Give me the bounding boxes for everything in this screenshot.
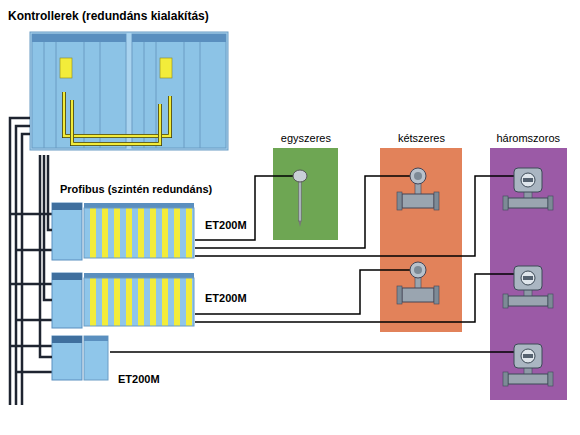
controller-rack bbox=[132, 34, 226, 42]
et200m-rack bbox=[52, 273, 82, 328]
profibus-line bbox=[10, 346, 52, 372]
controller-rack bbox=[32, 34, 126, 42]
controller-rack bbox=[30, 32, 228, 150]
panel-heading: kétszeres bbox=[398, 131, 445, 145]
bus-label: Profibus (szintén redundáns) bbox=[60, 183, 212, 195]
profibus-connector bbox=[40, 155, 52, 357]
sync-cable bbox=[64, 92, 170, 144]
controller-rack bbox=[32, 34, 126, 148]
sync-cable bbox=[72, 100, 160, 144]
sync-cable bbox=[72, 100, 160, 144]
et200m-rack bbox=[84, 203, 194, 208]
section-heading: Kontrollerek (redundáns kialakítás) bbox=[8, 9, 209, 23]
profibus-line bbox=[22, 134, 30, 405]
profibus-line bbox=[10, 118, 52, 405]
profibus-line bbox=[10, 284, 52, 320]
et200m-rack bbox=[52, 336, 82, 380]
sync-cable bbox=[64, 92, 170, 136]
et200m-rack bbox=[52, 203, 82, 210]
panel-heading: háromszoros bbox=[496, 131, 560, 145]
et200m-rack bbox=[52, 203, 82, 260]
redundancy-panel: egyszeres bbox=[273, 148, 338, 240]
controller-rack bbox=[132, 34, 226, 148]
controller-rack bbox=[60, 58, 72, 78]
profibus-line bbox=[10, 118, 30, 405]
et200m-rack bbox=[52, 203, 194, 260]
station-label: ET200M bbox=[205, 291, 247, 305]
profibus-connector bbox=[48, 155, 52, 230]
et200m-rack bbox=[84, 278, 194, 326]
et200m-rack bbox=[52, 273, 194, 328]
panel-wire bbox=[490, 351, 514, 353]
station-label: ET200M bbox=[118, 372, 160, 386]
controller-rack bbox=[44, 42, 200, 148]
controller-rack bbox=[30, 32, 228, 150]
station-label: ET200M bbox=[205, 218, 247, 232]
et200m-rack bbox=[84, 336, 108, 341]
profibus-connector bbox=[44, 155, 52, 300]
et200m-rack bbox=[52, 273, 82, 280]
panel-wire bbox=[490, 273, 514, 275]
sync-cable bbox=[64, 92, 170, 136]
temperature-sensor bbox=[299, 181, 302, 221]
controller-rack bbox=[160, 58, 172, 78]
signal-wire bbox=[195, 270, 380, 314]
et200m-rack bbox=[84, 208, 194, 258]
temperature-sensor bbox=[293, 170, 307, 182]
et200m-rack bbox=[84, 336, 108, 380]
panel-wire bbox=[380, 175, 410, 177]
panel-heading: egyszeres bbox=[281, 131, 331, 145]
panel-wire bbox=[490, 175, 514, 177]
panel-wire bbox=[380, 269, 410, 271]
panel-wire bbox=[273, 175, 293, 177]
et200m-rack bbox=[52, 336, 82, 343]
signal-wire bbox=[110, 351, 490, 353]
profibus-line bbox=[16, 126, 30, 405]
et200m-rack bbox=[84, 273, 194, 278]
profibus-line bbox=[10, 214, 52, 250]
et200m-rack bbox=[52, 336, 108, 380]
